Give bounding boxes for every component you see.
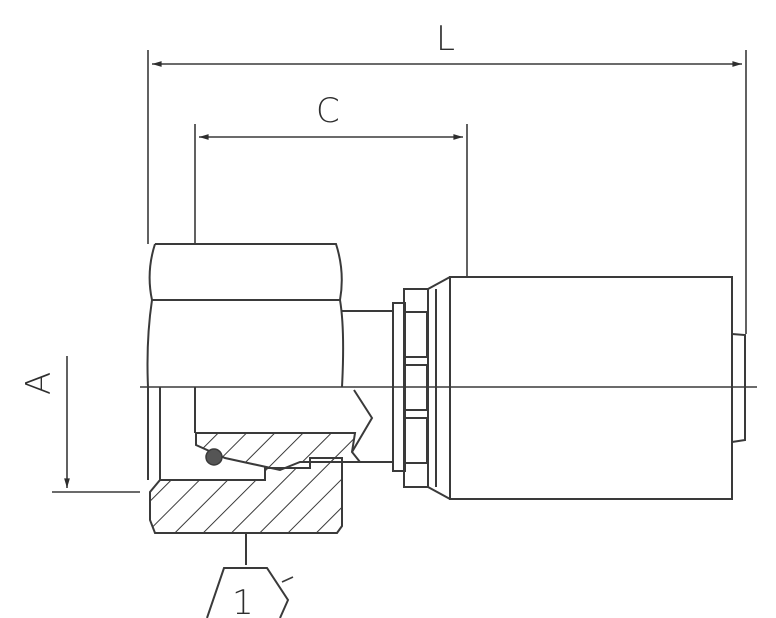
collar-slot-1 <box>404 311 428 358</box>
o-ring <box>205 448 223 466</box>
A-label: A <box>19 372 59 395</box>
collar-chamfer <box>427 276 451 500</box>
hex-tick <box>281 576 294 583</box>
collar-slot-3 <box>404 417 428 464</box>
sleeve <box>449 276 746 500</box>
hex-callout: 1 <box>206 567 294 618</box>
dimension-L: L <box>147 19 747 334</box>
dimension-A: A <box>19 356 140 493</box>
hexagon-icon <box>206 567 290 618</box>
nut-top-left <box>146 243 156 388</box>
hex-label: 1 <box>232 583 254 618</box>
sleeve-body <box>449 276 733 500</box>
L-label: L <box>436 19 455 59</box>
sleeve-end-cap <box>731 333 746 443</box>
dimension-C: C <box>194 91 468 277</box>
collar-ring <box>403 288 429 488</box>
nipple-cone <box>351 389 374 453</box>
nut-top-right <box>155 243 345 388</box>
C-label: C <box>316 91 340 131</box>
nut-section <box>149 457 343 534</box>
hex-nut <box>146 243 345 388</box>
section-view <box>147 387 374 565</box>
collar <box>392 276 451 500</box>
collar-slot-2 <box>404 364 428 411</box>
